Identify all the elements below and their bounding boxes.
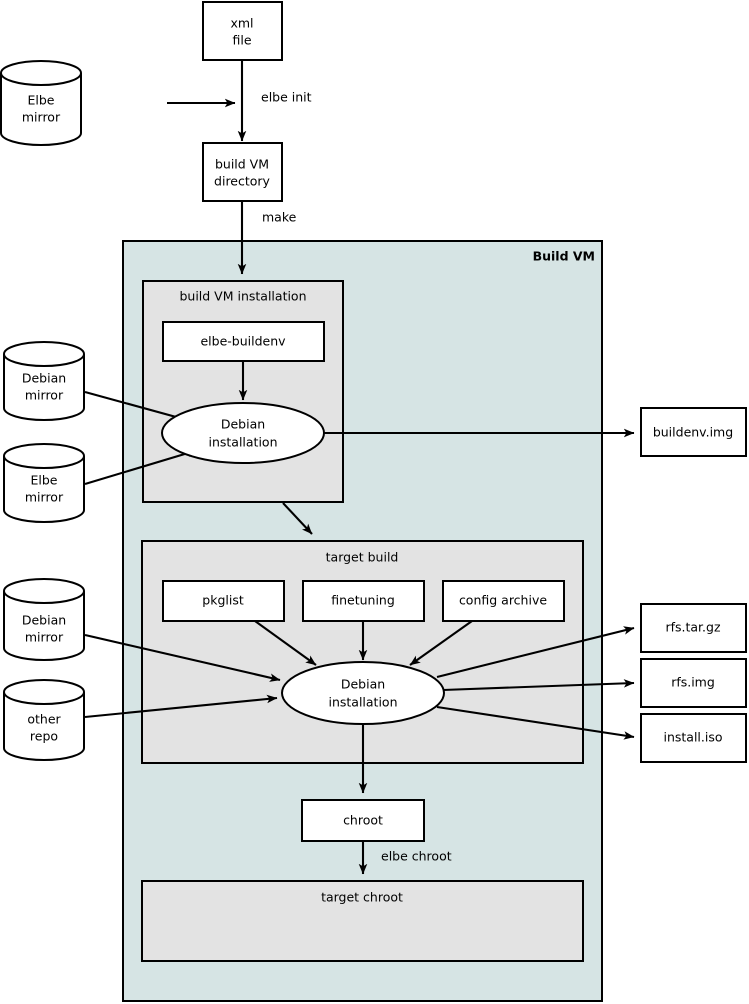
debian-mirror-target-cylinder-body[interactable] (3, 578, 85, 661)
elbe-mirror-buildvm-cylinder-top (3, 455, 85, 469)
edge-buildvminstallation-to-targetbuild (282, 502, 313, 535)
finetuning-rect[interactable] (302, 580, 425, 622)
elbe-mirror-top-label-line1: Elbe (28, 93, 55, 108)
build-vm-directory-label-line1: build VM (215, 157, 269, 172)
elbe-mirror-buildvm-label-line1: Elbe (31, 473, 58, 488)
rfs-img-rect[interactable] (640, 658, 747, 708)
node-other-repo[interactable]: other repo (3, 679, 85, 761)
node-install-iso[interactable]: install.iso (640, 713, 747, 763)
build-vm-directory-rect[interactable] (202, 142, 283, 202)
other-repo-label-line2: repo (30, 729, 58, 744)
debian-mirror-buildvm-label-line1: Debian (22, 371, 66, 386)
debian-installation-target-label-line2: installation (328, 695, 397, 710)
node-debian-mirror-target[interactable]: Debian mirror (3, 578, 85, 661)
node-debian-mirror-buildvm[interactable]: Debian mirror (3, 341, 85, 421)
edge-debianinstallation-to-rfstargz (436, 626, 635, 679)
install-iso-rect[interactable] (640, 713, 747, 763)
other-repo-label-line1: other (27, 712, 61, 727)
edge-configarchive-to-debianinstallation-target (409, 620, 473, 666)
node-finetuning[interactable]: finetuning (302, 580, 425, 622)
debian-mirror-target-label-line2: mirror (25, 630, 64, 645)
elbe-buildenv-label: elbe-buildenv (200, 334, 286, 349)
debian-installation-buildvm-ellipse[interactable] (161, 402, 325, 464)
elbe-mirror-top-cylinder-top (0, 72, 82, 86)
pkglist-label: pkglist (202, 593, 244, 608)
edge-debianinstallation-to-installiso (436, 705, 635, 740)
edge-debianinstallation-to-rfsimg (442, 679, 635, 692)
node-elbe-mirror-buildvm[interactable]: Elbe mirror (3, 443, 85, 523)
elbe-mirror-top-label-line2: mirror (22, 110, 61, 125)
other-repo-cylinder-top (3, 691, 85, 705)
edge-debianmirror-to-debianinstallation-target (84, 633, 281, 682)
edge-elbemirror-to-debianinstallation-buildvm (84, 448, 199, 486)
config-archive-label: config archive (459, 593, 547, 608)
chroot-rect[interactable] (301, 799, 425, 842)
rfs-tar-gz-rect[interactable] (640, 603, 747, 653)
buildenv-img-label: buildenv.img (653, 425, 733, 440)
node-rfs-tar-gz[interactable]: rfs.tar.gz (640, 603, 747, 653)
node-elbe-mirror-top[interactable]: Elbe mirror (0, 60, 82, 146)
node-pkglist[interactable]: pkglist (162, 580, 285, 622)
debian-installation-target-label-line1: Debian (341, 677, 385, 692)
config-archive-rect[interactable] (442, 580, 565, 622)
edge-otherrepo-to-debianinstallation-target (84, 694, 278, 719)
build-vm-label: Build VM (533, 249, 595, 264)
container-build-vm-installation: build VM installation (142, 280, 344, 503)
elbe-buildenv-rect[interactable] (162, 321, 325, 362)
debian-installation-target-ellipse[interactable] (281, 661, 445, 725)
node-xml-file[interactable]: xml file (202, 1, 283, 61)
debian-mirror-buildvm-cylinder-top (3, 353, 85, 367)
build-vm-directory-label-line2: directory (214, 174, 271, 189)
edge-label-make: make (262, 210, 297, 225)
debian-mirror-target-label-line1: Debian (22, 613, 66, 628)
node-elbe-buildenv[interactable]: elbe-buildenv (162, 321, 325, 362)
debian-installation-buildvm-label-line2: installation (208, 435, 277, 450)
buildenv-img-rect[interactable] (640, 407, 747, 457)
pkglist-rect[interactable] (162, 580, 285, 622)
xml-file-label-line1: xml (230, 16, 253, 31)
edge-label-elbe-chroot: elbe chroot (381, 849, 452, 864)
elbe-mirror-buildvm-label-line2: mirror (25, 490, 64, 505)
target-build-label: target build (326, 550, 399, 565)
chroot-label: chroot (343, 813, 383, 828)
node-chroot[interactable]: chroot (301, 799, 425, 842)
install-iso-label: install.iso (663, 730, 722, 745)
node-build-vm-directory[interactable]: build VM directory (202, 142, 283, 202)
build-vm-installation-rect (142, 280, 344, 503)
target-chroot-label: target chroot (321, 890, 403, 905)
elbe-mirror-top-cylinder-body[interactable] (0, 60, 82, 146)
debian-mirror-buildvm-label-line2: mirror (25, 388, 64, 403)
node-debian-installation-target[interactable]: Debian installation (281, 661, 445, 725)
debian-mirror-buildvm-cylinder-body[interactable] (3, 341, 85, 421)
edge-pkglist-to-debianinstallation-target (254, 620, 317, 666)
node-buildenv-img[interactable]: buildenv.img (640, 407, 747, 457)
rfs-img-label: rfs.img (671, 675, 715, 690)
container-target-chroot: target chroot (141, 880, 584, 962)
build-vm-installation-label: build VM installation (179, 289, 306, 304)
node-debian-installation-buildvm[interactable]: Debian installation (161, 402, 325, 464)
node-rfs-img[interactable]: rfs.img (640, 658, 747, 708)
finetuning-label: finetuning (331, 593, 395, 608)
debian-mirror-target-cylinder-top (3, 590, 85, 604)
node-config-archive[interactable]: config archive (442, 580, 565, 622)
rfs-tar-gz-label: rfs.tar.gz (665, 620, 720, 635)
debian-installation-buildvm-label-line1: Debian (221, 417, 265, 432)
xml-file-rect[interactable] (202, 1, 283, 61)
other-repo-cylinder-body[interactable] (3, 679, 85, 761)
target-chroot-rect (141, 880, 584, 962)
elbe-mirror-buildvm-cylinder-body[interactable] (3, 443, 85, 523)
xml-file-label-line2: file (232, 33, 251, 48)
edge-label-elbe-init: elbe init (261, 90, 312, 105)
